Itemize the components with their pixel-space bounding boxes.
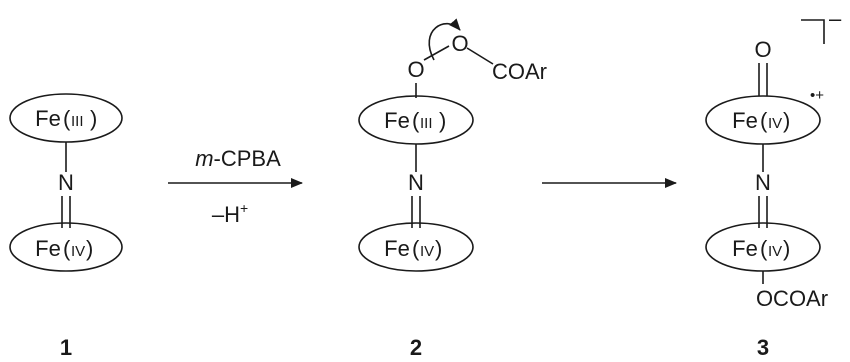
- iron-label: Fe: [384, 108, 410, 133]
- compound-number: 2: [410, 335, 422, 360]
- svg-text:): ): [439, 108, 446, 133]
- oxidation-state: IV: [768, 243, 782, 260]
- acyl-group: COAr: [492, 59, 547, 84]
- svg-text:(: (: [63, 236, 71, 261]
- iron-label: Fe: [732, 236, 758, 261]
- svg-text:(: (: [760, 108, 768, 133]
- iron-label: Fe: [732, 108, 758, 133]
- svg-text:): ): [783, 236, 790, 261]
- oxidation-state: IV: [420, 243, 434, 260]
- oxygen-atom: O: [451, 31, 468, 56]
- svg-text:(: (: [760, 236, 768, 261]
- oxidation-state: IV: [71, 243, 85, 260]
- iron-label: Fe: [35, 106, 61, 131]
- nitrogen-atom: N: [58, 170, 74, 195]
- svg-text:): ): [86, 236, 93, 261]
- oxo-atom: O: [754, 37, 771, 62]
- deprotonation-label: –H+: [212, 200, 248, 227]
- reaction-arrow-1: m-CPBA –H+: [168, 146, 303, 227]
- svg-text:(: (: [412, 108, 420, 133]
- nitrogen-atom: N: [755, 170, 771, 195]
- iron-label: Fe: [35, 236, 61, 261]
- svg-text:(: (: [412, 236, 420, 261]
- oxidation-state: III: [71, 113, 84, 130]
- compound-number: 3: [757, 335, 769, 360]
- oxygen-atom: O: [407, 57, 424, 82]
- compound-3: – O •+ Fe ( IV ) N Fe ( IV ) OCOAr 3: [705, 6, 842, 360]
- oxidation-state: III: [420, 115, 433, 132]
- svg-text:): ): [90, 106, 97, 131]
- bond-o-c: [466, 47, 494, 65]
- radical-cation: •+: [810, 87, 824, 104]
- axial-ligand: OCOAr: [756, 286, 828, 311]
- iron-label: Fe: [384, 236, 410, 261]
- peroxo-bond: [423, 45, 450, 61]
- charge-bracket: [801, 19, 825, 44]
- compound-2: O COAr O Fe ( III ) N Fe ( IV ) 2: [358, 18, 547, 360]
- svg-text:): ): [783, 108, 790, 133]
- porphyrin-ring-bottom: [358, 222, 474, 272]
- curved-electron-arrow: [428, 18, 461, 61]
- compound-number: 1: [60, 335, 72, 360]
- compound-1: Fe ( III ) N Fe ( IV ) 1: [9, 93, 123, 360]
- nitrogen-atom: N: [408, 170, 424, 195]
- negative-charge: –: [829, 6, 842, 31]
- svg-text:(: (: [63, 106, 71, 131]
- porphyrin-ring-bottom: [9, 222, 123, 272]
- oxidation-state: IV: [768, 115, 782, 132]
- svg-text:): ): [435, 236, 442, 261]
- reagent-label: m-CPBA: [195, 146, 281, 171]
